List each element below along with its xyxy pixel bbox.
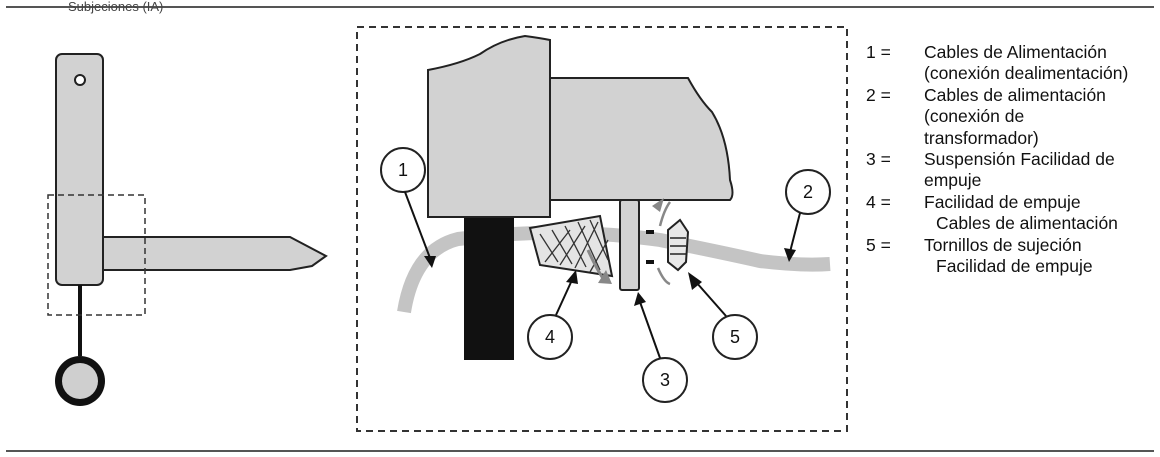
legend-text: Suspensión Facilidad de xyxy=(924,149,1115,170)
callout-label-5: 5 xyxy=(730,327,740,347)
callout-label-2: 2 xyxy=(803,182,813,202)
overview-drawing xyxy=(47,53,328,406)
callout-circle-1 xyxy=(380,147,426,193)
rotation-arrowhead-clamp xyxy=(598,270,612,284)
housing-right xyxy=(521,77,734,201)
legend-text: transformador) xyxy=(924,127,1039,148)
callout-label-4: 4 xyxy=(545,327,555,347)
callout-leader-1 xyxy=(404,191,431,259)
callout-leader-3 xyxy=(639,301,661,359)
cable-clamp xyxy=(528,214,614,278)
callout-circle-3 xyxy=(642,357,688,403)
rotation-arrow-screw-lower xyxy=(656,267,671,286)
legend-text: Cables de alimentación xyxy=(924,84,1106,105)
callout-circle-4 xyxy=(527,314,573,360)
legend-item-5: 5 = Tornillos de sujeción xyxy=(866,235,1156,256)
legend-key: 1 = xyxy=(866,42,891,62)
legend-text: Facilidad de empuje xyxy=(924,191,1081,212)
cable-clamp-hatch xyxy=(539,219,609,273)
housing-left xyxy=(427,34,551,218)
legend-item-4: 4 = Facilidad de empuje xyxy=(866,192,1156,213)
legend-item-1: 1 = Cables de Alimentación xyxy=(866,42,1156,63)
legend-item-3: 3 = Suspensión Facilidad de xyxy=(866,149,1156,170)
rotation-arrow-screw xyxy=(658,201,672,227)
callout-leader-5 xyxy=(695,281,727,317)
legend-text: empuje xyxy=(924,170,982,191)
callout-circle-5 xyxy=(712,314,758,360)
caption-fragment: Subjeciones (IA) xyxy=(68,0,164,14)
callout-label-1: 1 xyxy=(398,160,408,180)
legend-key: 4 = xyxy=(866,191,891,212)
overview-hole xyxy=(74,74,86,86)
overview-pendant-ball-shine xyxy=(62,363,98,399)
legend-text: Tornillos de sujeción xyxy=(924,234,1082,255)
callout-arrowhead-3 xyxy=(634,292,646,306)
callout-label-3: 3 xyxy=(660,370,670,390)
callout-circle-2 xyxy=(785,169,831,215)
callout-leader-2 xyxy=(789,212,801,253)
figure-frame: Subjeciones (IA) xyxy=(6,0,1154,452)
screw-nut xyxy=(667,218,690,272)
legend-text: Cables de alimentación xyxy=(936,213,1118,234)
legend-key: 5 = xyxy=(866,234,891,255)
legend-text: Cables de Alimentación xyxy=(924,42,1107,62)
support-post xyxy=(464,217,514,360)
overview-detail-box xyxy=(47,194,146,316)
legend-item-2: 2 = Cables de alimentación xyxy=(866,85,1156,106)
legend-key: 3 = xyxy=(866,149,891,170)
legend-key: 2 = xyxy=(866,84,891,105)
callout-arrowhead-5 xyxy=(688,272,702,290)
legend-text: (conexión dealimentación) xyxy=(924,63,1129,84)
callout-leader-4 xyxy=(555,279,573,316)
callout-arrowhead-2 xyxy=(784,248,796,262)
clamp-connector xyxy=(646,230,654,264)
suspension-rod xyxy=(619,199,640,291)
detail-box xyxy=(356,26,848,432)
legend-text: (conexión de xyxy=(924,106,1025,127)
callout-arrowhead-4 xyxy=(566,270,578,284)
overview-arm xyxy=(102,236,328,271)
overview-hanger-bar xyxy=(55,53,104,286)
callout-arrowhead-1 xyxy=(424,256,436,268)
legend-text: Facilidad de empuje xyxy=(936,256,1093,277)
rotation-arrowhead-screw xyxy=(652,198,664,212)
legend: 1 = Cables de Alimentación (conexión dea… xyxy=(866,42,1156,277)
